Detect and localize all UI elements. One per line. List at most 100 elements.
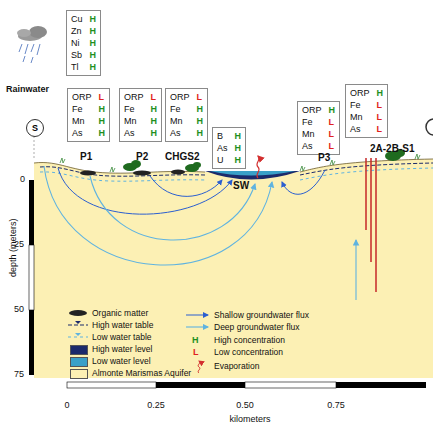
- parameter-name: As: [217, 142, 228, 154]
- concentration-level: H: [197, 103, 204, 115]
- concentration-level: H: [197, 127, 204, 139]
- concentration-box: BHAsHUH: [212, 127, 246, 169]
- parameter-name: B: [217, 130, 228, 142]
- concentration-table: CuHZnHNiHSbHTlH: [67, 11, 100, 75]
- parameter-name: As: [124, 127, 144, 139]
- evaporation-arrow: [257, 156, 259, 178]
- concentration-box: ORPLFeHMnHAsH: [67, 88, 110, 142]
- concentration-box: ORPLFeHMnHAsH: [165, 88, 208, 142]
- legend-symbol: L: [193, 347, 199, 358]
- legend-text: Almonte Marismas Aquifer: [92, 368, 191, 378]
- concentration-level: L: [197, 91, 204, 103]
- concentration-table: BHAsHUH: [213, 128, 245, 168]
- concentration-level: L: [377, 123, 384, 135]
- legend-text: Low water table: [92, 332, 152, 342]
- parameter-name: ORP: [72, 91, 92, 103]
- legend-text: Evaporation: [214, 361, 259, 371]
- axis-label: depth (meters): [8, 218, 19, 277]
- parameter-name: ORP: [170, 91, 190, 103]
- concentration-level: H: [377, 87, 384, 99]
- concentration-level: L: [377, 111, 384, 123]
- parameter-name: Fe: [72, 103, 92, 115]
- parameter-name: Fe: [350, 99, 370, 111]
- concentration-level: H: [90, 13, 97, 25]
- concentration-level: H: [151, 127, 158, 139]
- concentration-table: ORPLFeHMnHAsH: [166, 89, 207, 141]
- concentration-level: H: [99, 127, 106, 139]
- parameter-name: Fe: [170, 103, 190, 115]
- concentration-level: L: [151, 91, 158, 103]
- site-label: P3: [318, 152, 330, 163]
- legend-text: Low concentration: [214, 347, 283, 357]
- concentration-table: ORPLFeHMnHAsH: [120, 89, 161, 141]
- parameter-name: As: [170, 127, 190, 139]
- distance-scale-bar: [67, 382, 426, 388]
- site-label: SW: [233, 180, 249, 191]
- axis-label: 0: [20, 174, 25, 185]
- concentration-level: H: [90, 61, 97, 73]
- concentration-box: ORPLFeHMnHAsH: [119, 88, 162, 142]
- concentration-box: ORPHFeLMnLAsL: [297, 101, 340, 155]
- concentration-level: H: [99, 115, 106, 127]
- legend-text: Deep groundwater flux: [214, 322, 300, 332]
- concentration-level: L: [329, 116, 336, 128]
- site-label: 2A-2B-S1: [370, 143, 414, 154]
- concentration-table: ORPHFeLMnLAsL: [346, 85, 387, 137]
- vegetation: [123, 149, 405, 172]
- parameter-name: Mn: [124, 115, 144, 127]
- axis-label: 50: [14, 304, 24, 315]
- concentration-level: H: [90, 49, 97, 61]
- legend-samples: [68, 310, 208, 373]
- deep-flux: [44, 166, 356, 300]
- parameter-name: Mn: [170, 115, 190, 127]
- parameter-name: Cu: [71, 13, 83, 25]
- parameter-name: ORP: [124, 91, 144, 103]
- axis-label: 0.75: [327, 400, 345, 411]
- rain-cloud: [17, 26, 47, 63]
- site-label: P1: [80, 151, 92, 162]
- axis-label: 75: [14, 369, 24, 380]
- concentration-box: ORPHFeLMnLAsL: [345, 84, 388, 138]
- axis-label: 0: [64, 400, 69, 411]
- concentration-level: H: [90, 37, 97, 49]
- legend-swatch: [70, 369, 88, 379]
- aquifer: [34, 159, 433, 378]
- parameter-name: Fe: [124, 103, 144, 115]
- legend-text: Shallow groundwater flux: [214, 310, 309, 320]
- parameter-name: ORP: [350, 87, 370, 99]
- legend-swatch: [70, 345, 88, 355]
- legend-text: Low water level: [92, 356, 151, 366]
- concentration-table: ORPHFeLMnLAsL: [298, 102, 339, 154]
- parameter-name: Mn: [302, 128, 322, 140]
- legend-text: High water level: [92, 344, 152, 354]
- parameter-name: Tl: [71, 61, 83, 73]
- legend-text: High water table: [92, 320, 153, 330]
- concentration-box: CuHZnHNiHSbHTlH: [66, 10, 101, 76]
- parameter-name: Fe: [302, 116, 322, 128]
- parameter-name: Zn: [71, 25, 83, 37]
- low-water-table: [40, 168, 433, 181]
- concentration-level: H: [151, 115, 158, 127]
- parameter-name: Mn: [350, 111, 370, 123]
- concentration-level: L: [377, 99, 384, 111]
- parameter-name: Mn: [72, 115, 92, 127]
- parameter-name: As: [350, 123, 370, 135]
- legend-text: Organic matter: [92, 308, 148, 318]
- concentration-level: L: [329, 140, 336, 152]
- concentration-level: H: [329, 104, 336, 116]
- concentration-table: ORPLFeHMnHAsH: [68, 89, 109, 141]
- axis-label: 0.25: [147, 400, 165, 411]
- lake-high: [205, 171, 300, 180]
- concentration-level: H: [151, 103, 158, 115]
- concentration-level: H: [235, 142, 242, 154]
- wells: [366, 158, 376, 292]
- axis-label: kilometers: [229, 414, 270, 425]
- legend-symbol: H: [192, 335, 199, 346]
- axis-label: 0.50: [236, 400, 254, 411]
- parameter-name: ORP: [302, 104, 322, 116]
- depth-scale-bar: [29, 180, 34, 375]
- legend-text: High concentration: [214, 335, 285, 345]
- parameter-name: Ni: [71, 37, 83, 49]
- concentration-level: H: [235, 154, 242, 166]
